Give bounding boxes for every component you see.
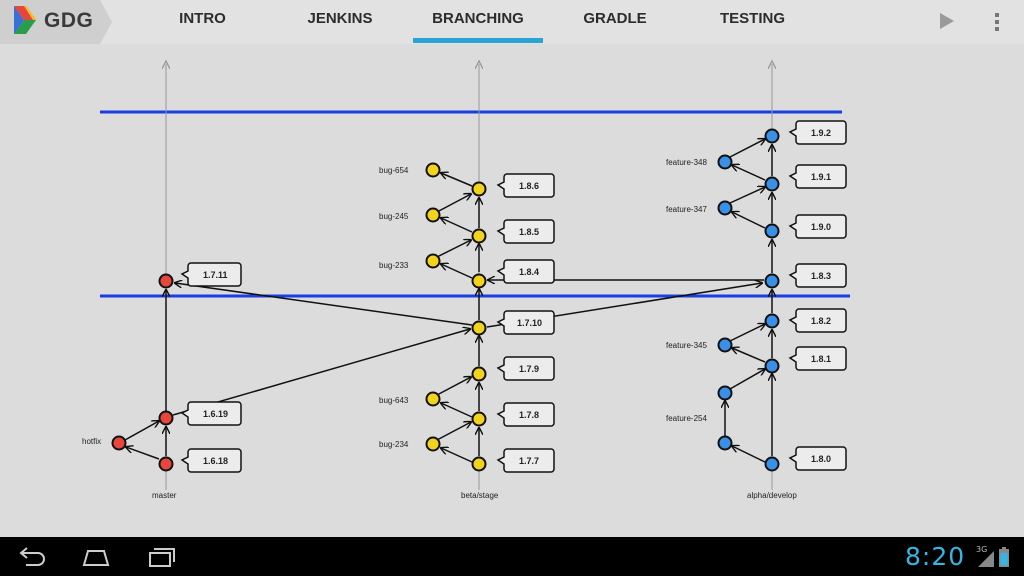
tab-testing[interactable]: TESTING (719, 10, 785, 27)
feature-label-feature-348: feature-348 (666, 158, 707, 167)
version-label: 1.7.7 (519, 456, 539, 466)
tab-branching[interactable]: BRANCHING (432, 10, 524, 27)
version-callout (496, 219, 555, 244)
gdg-logo-shape (0, 0, 112, 44)
system-navigation-bar: 8:20 3G (0, 537, 1024, 576)
commit-node (471, 456, 487, 472)
feature-label-bug-245: bug-245 (379, 212, 409, 221)
commit-node (764, 313, 780, 329)
version-callout (496, 310, 555, 335)
version-label: 1.8.4 (519, 267, 539, 277)
version-callout (788, 164, 847, 189)
version-label: 1.8.3 (811, 271, 831, 281)
branch-label-master: master (152, 491, 177, 500)
network-type: 3G (976, 545, 988, 554)
commit-node (471, 320, 487, 336)
version-callout (496, 259, 555, 284)
overflow-menu-icon[interactable] (993, 12, 1001, 32)
feature-label-bug-234: bug-234 (379, 440, 409, 449)
version-callout (788, 346, 847, 371)
version-label: 1.8.6 (519, 181, 539, 191)
version-label: 1.9.0 (811, 222, 831, 232)
gdg-logo[interactable]: GDG (0, 0, 112, 44)
commit-node (158, 410, 174, 426)
play-icon[interactable] (938, 12, 956, 30)
clock: 8:20 (905, 542, 966, 571)
active-tab-indicator (413, 38, 543, 43)
back-icon[interactable] (16, 543, 48, 571)
commit-node (717, 200, 733, 216)
version-label: 1.7.9 (519, 364, 539, 374)
branch-label-beta: beta/stage (461, 491, 499, 500)
version-callout (496, 356, 555, 381)
commit-node (764, 358, 780, 374)
version-callout (180, 262, 242, 287)
version-label: 1.9.1 (811, 172, 831, 182)
feature-label-bug-233: bug-233 (379, 261, 409, 270)
version-callout (180, 401, 242, 426)
version-callout (788, 308, 847, 333)
version-label: 1.9.2 (811, 128, 831, 138)
tab-intro[interactable]: INTRO (179, 10, 226, 27)
version-callout (788, 120, 847, 145)
version-label: 1.6.19 (203, 409, 228, 419)
version-label: 1.8.1 (811, 354, 831, 364)
version-callout (788, 214, 847, 239)
feature-label-bug-643: bug-643 (379, 396, 409, 405)
branch-label-alpha: alpha/develop (747, 491, 797, 500)
version-label: 1.7.11 (203, 270, 228, 280)
commit-node (425, 207, 441, 223)
commit-node (425, 253, 441, 269)
commit-node (471, 228, 487, 244)
home-icon[interactable] (80, 543, 112, 571)
commit-node (764, 273, 780, 289)
version-label: 1.8.0 (811, 454, 831, 464)
commit-node (717, 154, 733, 170)
commit-node (471, 273, 487, 289)
feature-label-feature-345: feature-345 (666, 341, 707, 350)
version-callout (496, 173, 555, 198)
branching-diagram: 1.7.11 1.6.19 1.6.18 1.8.6 1.8.5 1.8.4 1… (82, 44, 850, 500)
commit-node (717, 385, 733, 401)
commit-node (717, 435, 733, 451)
commit-edges (125, 139, 772, 463)
version-callout (788, 446, 847, 471)
commit-node (764, 176, 780, 192)
version-callout (496, 448, 555, 473)
version-label: 1.7.8 (519, 410, 539, 420)
commit-node (764, 456, 780, 472)
logo-text: GDG (44, 9, 94, 32)
feature-label-bug-654: bug-654 (379, 166, 409, 175)
version-callout (788, 263, 847, 288)
commit-node (111, 435, 127, 451)
tab-jenkins[interactable]: JENKINS (307, 10, 373, 27)
commit-node (425, 162, 441, 178)
version-label: 1.8.5 (519, 227, 539, 237)
tab-gradle[interactable]: GRADLE (583, 10, 647, 27)
feature-label-hotfix: hotfix (82, 437, 101, 446)
commit-node (471, 411, 487, 427)
recent-apps-icon[interactable] (146, 543, 178, 571)
version-label: 1.8.2 (811, 316, 831, 326)
battery-icon (999, 547, 1009, 567)
version-callout (496, 402, 555, 427)
version-label: 1.7.10 (517, 318, 542, 328)
signal-icon (978, 551, 994, 567)
commit-node (425, 391, 441, 407)
feature-label-feature-347: feature-347 (666, 205, 707, 214)
commit-node (158, 456, 174, 472)
commit-node (158, 273, 174, 289)
commit-node (471, 366, 487, 382)
action-bar: GDG INTRO JENKINS BRANCHING GRADLE TESTI… (0, 0, 1024, 44)
commit-node (764, 223, 780, 239)
commit-node (717, 337, 733, 353)
commit-node (471, 181, 487, 197)
commit-node (425, 436, 441, 452)
version-callout (180, 448, 242, 473)
feature-label-feature-254: feature-254 (666, 414, 707, 423)
version-label: 1.6.18 (203, 456, 228, 466)
commit-node (764, 128, 780, 144)
